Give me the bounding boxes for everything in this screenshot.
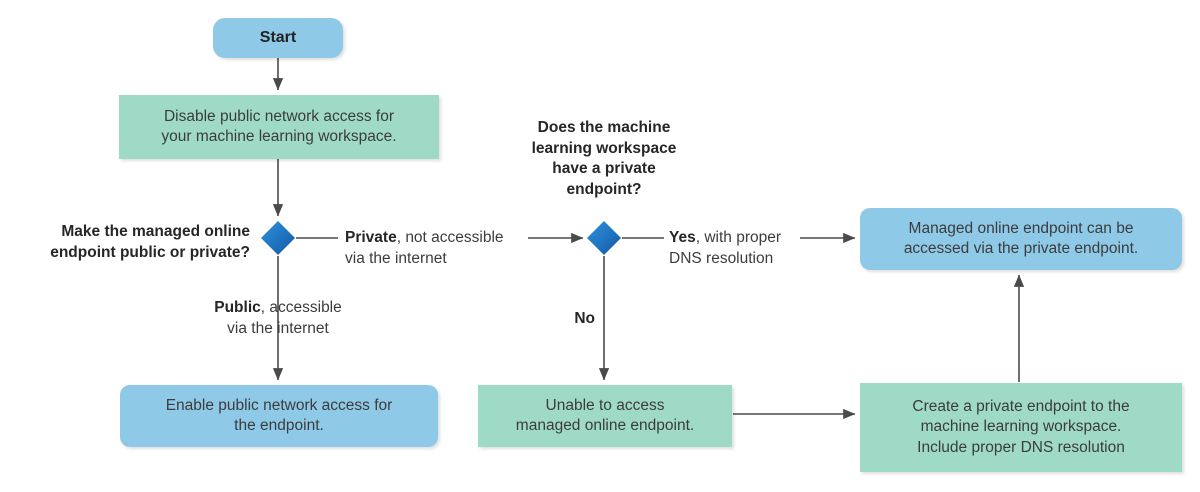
edge-label-public-strong: Public: [214, 299, 261, 316]
node-create-line2: machine learning workspace.: [920, 418, 1122, 436]
edge-label-yes-line1: Yes, with proper: [669, 229, 781, 246]
decision1-question-line1: Make the managed online: [61, 223, 250, 240]
edge-label-private-line1: Private, not accessible: [345, 229, 504, 246]
edge-label-public-line2: via the internet: [227, 319, 329, 337]
decision1-question-line2: endpoint public or private?: [50, 243, 250, 261]
edge-label-private-strong: Private: [345, 229, 397, 246]
edge-label-private: Private, not accessible via the internet: [345, 228, 535, 269]
node-unable-line1: Unable to access: [545, 396, 665, 414]
decision1-question: Make the managed online endpoint public …: [10, 222, 250, 263]
decision2-question-line2: learning workspace: [531, 139, 677, 157]
edge-label-private-line2: via the internet: [345, 249, 447, 267]
node-disable-line1: Disable public network access for: [163, 107, 394, 125]
edge-label-no-strong: No: [574, 310, 595, 327]
decision2-question-line3: have a private: [552, 160, 656, 178]
node-unable-line2: managed online endpoint.: [515, 417, 695, 434]
decision-has-private-endpoint[interactable]: [586, 220, 622, 256]
node-disable-public-network-access[interactable]: Disable public network access for your m…: [119, 95, 439, 159]
node-accessed-text: Managed online endpoint can be accessed …: [904, 219, 1138, 260]
edge-label-yes-line2: DNS resolution: [669, 249, 774, 267]
edge-label-yes-strong: Yes: [669, 229, 696, 246]
node-unable-to-access[interactable]: Unable to access managed online endpoint…: [478, 385, 732, 447]
node-accessed-line2: accessed via the private endpoint.: [903, 240, 1139, 257]
edge-label-public-rest: , accessible: [260, 299, 342, 316]
edge-label-public-line1: Public, accessible: [214, 299, 342, 316]
decision2-question: Does the machine learning workspace have…: [504, 118, 704, 200]
node-create-line3: Include proper DNS resolution: [917, 438, 1125, 456]
node-accessed-via-private-endpoint[interactable]: Managed online endpoint can be accessed …: [860, 208, 1182, 270]
node-accessed-line1: Managed online endpoint can be: [908, 219, 1134, 237]
diamond-icon: [261, 221, 295, 255]
diamond-icon: [587, 221, 621, 255]
node-create-text: Create a private endpoint to the machine…: [912, 397, 1129, 458]
node-enable-line1: Enable public network access for: [165, 396, 393, 414]
edge-label-public: Public, accessible via the internet: [178, 298, 378, 339]
node-enable-public-network-access[interactable]: Enable public network access for the end…: [120, 385, 438, 447]
edge-label-yes-rest: , with proper: [695, 229, 782, 246]
node-create-line1: Create a private endpoint to the: [912, 397, 1130, 415]
decision2-question-line1: Does the machine: [537, 119, 671, 136]
node-create-private-endpoint[interactable]: Create a private endpoint to the machine…: [860, 383, 1182, 472]
node-enable-line2: the endpoint.: [234, 417, 324, 434]
decision2-question-line4: endpoint?: [566, 180, 642, 198]
node-start[interactable]: Start: [213, 18, 343, 58]
node-enable-public-text: Enable public network access for the end…: [166, 396, 393, 437]
edge-label-yes: Yes, with proper DNS resolution: [669, 228, 839, 269]
node-start-label: Start: [259, 29, 297, 47]
node-disable-line2: your machine learning workspace.: [161, 128, 397, 145]
node-disable-public-text: Disable public network access for your m…: [161, 107, 396, 148]
edge-label-private-rest: , not accessible: [396, 229, 504, 246]
edge-label-no: No: [525, 309, 595, 330]
node-unable-text: Unable to access managed online endpoint…: [516, 396, 694, 437]
decision-public-or-private[interactable]: [260, 220, 296, 256]
